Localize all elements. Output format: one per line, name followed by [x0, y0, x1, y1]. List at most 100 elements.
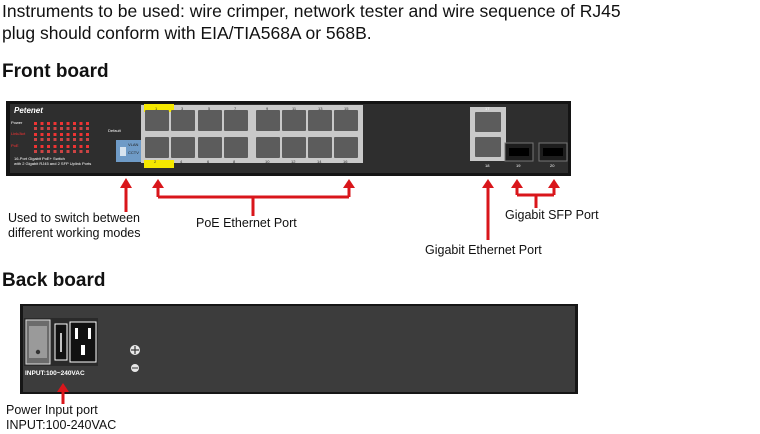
back-panel: [23, 306, 575, 392]
poe-port-6[interactable]: [198, 137, 222, 158]
status-led: [34, 150, 37, 153]
status-led: [47, 122, 50, 125]
poe-number-top: 1: [155, 106, 158, 111]
status-led: [60, 145, 63, 148]
status-led: [86, 122, 89, 125]
sfp-label-20: 20: [550, 163, 555, 168]
poe-port-10[interactable]: [256, 137, 280, 158]
iec-pin-2: [88, 328, 91, 339]
status-led: [66, 127, 70, 130]
instructions-text: Instruments to be used: wire crimper, ne…: [2, 0, 758, 44]
poe-port-12[interactable]: [282, 137, 306, 158]
power-input-annotation: Power Input port INPUT:100-240VAC: [6, 403, 116, 433]
led-poe-label: PoE: [11, 143, 19, 148]
poe-number-bottom: 12: [291, 159, 296, 164]
poe-number-bottom: 14: [317, 159, 322, 164]
gigabit-port-annotation: Gigabit Ethernet Port: [425, 243, 542, 257]
poe-port-16[interactable]: [334, 137, 358, 158]
gigabit-arrowhead: [482, 179, 494, 188]
status-led: [79, 150, 83, 153]
switch-label-vlan: VLAN: [128, 142, 139, 147]
poe-number-bottom: 2: [154, 159, 157, 164]
iec-socket[interactable]: [69, 321, 97, 363]
switch-label-cctv: CCTV: [128, 150, 139, 155]
status-led: [53, 133, 57, 136]
iec-pin-3: [81, 345, 85, 355]
poe-port-annotation: PoE Ethernet Port: [196, 216, 297, 230]
sfp-arrowhead-left: [511, 179, 523, 188]
led-link-label: Link/Act: [11, 131, 26, 136]
model-description: 16-Port Gigabit PoE+ Switch with 2 Gigab…: [14, 156, 124, 166]
status-led: [47, 127, 50, 130]
status-led: [66, 133, 70, 136]
poe-port-8[interactable]: [224, 137, 248, 158]
status-led: [66, 122, 70, 125]
poe-port-3[interactable]: [171, 110, 195, 131]
front-arrows: [120, 178, 560, 240]
status-led: [66, 138, 70, 141]
instructions-line-2: plug should conform with EIA/TIA568A or …: [2, 23, 372, 43]
status-led: [53, 127, 57, 130]
brand-logo: Petenet: [14, 106, 43, 115]
status-led: [60, 127, 63, 130]
poe-port-14[interactable]: [308, 137, 332, 158]
poe-ports: [145, 110, 358, 158]
poe-port-5[interactable]: [198, 110, 222, 131]
poe-number-bottom: 8: [233, 159, 236, 164]
poe-port-11[interactable]: [282, 110, 306, 131]
status-led: [53, 138, 57, 141]
status-led: [66, 150, 70, 153]
sfp-slot-20: [543, 148, 563, 156]
poe-number-bottom: 16: [343, 159, 348, 164]
power-switch-rocker[interactable]: [29, 326, 47, 358]
poe-number-top: 5: [208, 106, 211, 111]
status-led: [79, 133, 83, 136]
status-led: [73, 122, 76, 125]
status-led: [86, 145, 89, 148]
iec-pin-1: [75, 328, 78, 339]
led-grid: [34, 122, 89, 153]
status-led: [34, 133, 37, 136]
switch-label-default: Default: [108, 128, 121, 133]
sfp-port-annotation: Gigabit SFP Port: [505, 208, 599, 222]
status-led: [60, 150, 63, 153]
mode-switch-annotation-line-1: Used to switch between: [8, 211, 141, 225]
status-led: [47, 150, 50, 153]
instructions-line-1: Instruments to be used: wire crimper, ne…: [2, 1, 621, 21]
front-board-heading: Front board: [2, 61, 109, 82]
status-led: [79, 122, 83, 125]
power-switch-dot: [35, 349, 41, 355]
poe-port-2[interactable]: [145, 137, 169, 158]
poe-port-4[interactable]: [171, 137, 195, 158]
power-input-line-1: Power Input port: [6, 403, 98, 417]
status-led: [47, 133, 50, 136]
gigabit-port-17[interactable]: [475, 112, 501, 132]
gigabit-port-18[interactable]: [475, 137, 501, 157]
poe-number-top: 13: [318, 106, 323, 111]
status-led: [60, 138, 63, 141]
status-led: [73, 133, 76, 136]
poe-port-15[interactable]: [334, 110, 358, 131]
status-led: [73, 145, 76, 148]
status-led: [86, 150, 89, 153]
poe-number-bottom: 10: [265, 159, 270, 164]
poe-port-1[interactable]: [145, 110, 169, 131]
poe-port-9[interactable]: [256, 110, 280, 131]
poe-number-top: 11: [292, 106, 297, 111]
poe-number-bottom: 4: [180, 159, 183, 164]
poe-port-13[interactable]: [308, 110, 332, 131]
model-line-2: with 2 Gigabit RJ45 and 2 SFP Uplink Por…: [14, 161, 92, 166]
gigabit-label-17: 17: [485, 106, 490, 111]
poe-number-top: 15: [344, 106, 349, 111]
power-input-line-2: INPUT:100-240VAC: [6, 418, 117, 432]
status-led: [86, 133, 89, 136]
led-power-label: Power: [11, 120, 23, 125]
status-led: [60, 133, 63, 136]
poe-port-7[interactable]: [224, 110, 248, 131]
mode-switch[interactable]: [116, 140, 146, 162]
status-led: [34, 127, 37, 130]
status-led: [40, 127, 44, 130]
mode-switch-slider[interactable]: [120, 147, 126, 156]
status-led: [40, 133, 44, 136]
